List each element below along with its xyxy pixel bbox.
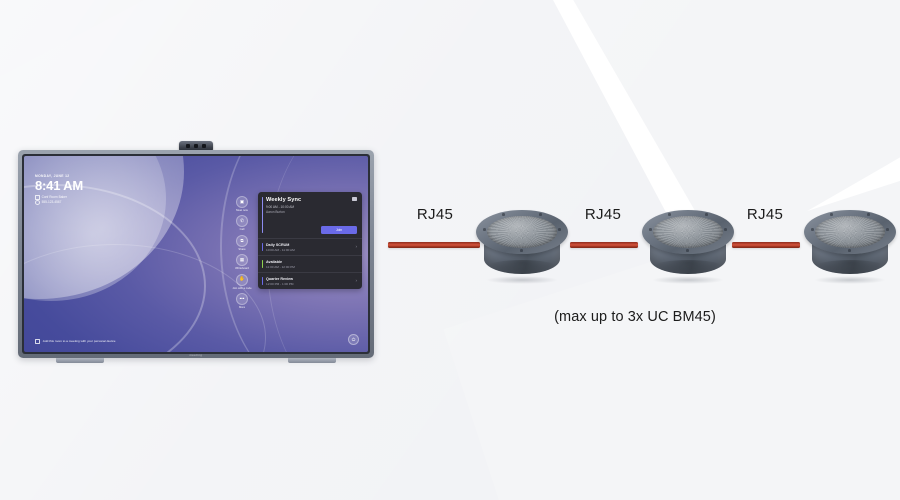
home-date: MONDAY, JUNE 12 [35, 174, 70, 178]
room-phone: 555-123-4567 [41, 199, 62, 204]
hero-meeting-organizer: Aaron Burton [266, 210, 285, 215]
agenda-row[interactable]: Daily SCRUM 10:00 AM - 11:00 AM › [258, 238, 362, 255]
row-time: 10:00 AM - 11:00 AM [266, 247, 295, 252]
rail-label: Call [239, 228, 245, 232]
rj45-chain: RJ45 RJ45 [380, 196, 896, 296]
device-add-icon [35, 338, 41, 344]
home-time: 8:41 AM [35, 178, 83, 193]
rail-label: Join with a code [232, 286, 252, 290]
rj45-cable [732, 242, 800, 248]
chevron-right-icon[interactable]: › [355, 243, 357, 249]
rail-item-meet-now[interactable]: ▣ Meet now [236, 196, 248, 212]
diagram-caption: (max up to 3x UC BM45) [554, 309, 716, 325]
rj45-cable [388, 242, 480, 248]
display-foot-right [288, 358, 336, 363]
rail-item-share[interactable]: ⧉ Share [236, 234, 248, 251]
meeting-platform-icon [352, 197, 357, 201]
phone-icon [35, 199, 41, 206]
ellipsis-icon[interactable]: ••• [236, 293, 248, 306]
power-icon[interactable]: ⏻ [348, 334, 359, 345]
rail-label: Whiteboard [235, 267, 249, 271]
hero-meeting-title: Weekly Sync [266, 197, 302, 203]
hand-icon[interactable]: ✋ [236, 273, 248, 286]
row-title: Quarter Review [266, 276, 294, 281]
row-time: 11:00 AM - 12:00 PM [266, 264, 295, 269]
rail-label: More [238, 306, 246, 310]
row-time: 12:00 PM - 1:00 PM [266, 281, 294, 286]
rj45-label: RJ45 [746, 206, 784, 223]
uc-bm45-device [476, 208, 568, 284]
row-accent-stripe [261, 243, 263, 251]
row-title: Available [266, 259, 283, 264]
interactive-display: MONDAY, JUNE 12 8:41 AM Conf Room Baker … [18, 141, 374, 363]
display-inner-frame: MONDAY, JUNE 12 8:41 AM Conf Room Baker … [22, 154, 370, 354]
agenda-row[interactable]: Quarter Review 12:00 PM - 1:00 PM › [258, 272, 362, 289]
screen-share-icon[interactable]: ⧉ [236, 234, 248, 247]
rail-item-more[interactable]: ••• More [236, 293, 248, 309]
room-info: Conf Room Baker 555-123-4567 [35, 194, 83, 206]
rail-label: Meet now [236, 209, 248, 212]
row-title: Daily SCRUM [266, 242, 290, 247]
action-rail: ▣ Meet now ✆ Call ⧉ Share ▦ [230, 196, 254, 309]
chevron-right-icon[interactable]: › [355, 277, 357, 283]
display-foot-left [56, 358, 104, 363]
agenda-hero-card[interactable]: Weekly Sync 9:00 AM - 10:00 AM Aaron Bur… [258, 192, 362, 238]
display-bezel: MONDAY, JUNE 12 8:41 AM Conf Room Baker … [18, 150, 374, 358]
phone-icon[interactable]: ✆ [236, 215, 248, 228]
row-accent-stripe [261, 277, 263, 285]
clock-block: MONDAY, JUNE 12 8:41 AM Conf Room Baker … [35, 174, 83, 206]
rail-item-whiteboard[interactable]: ▦ Whiteboard [235, 254, 249, 270]
rail-item-join-with-code[interactable]: ✋ Join with a code [232, 273, 252, 290]
rj45-label: RJ45 [416, 206, 454, 223]
video-camera-icon[interactable]: ▣ [236, 196, 248, 208]
uc-bm45-device [804, 208, 896, 284]
uc-bm45-device [642, 208, 734, 284]
rj45-cable [570, 242, 638, 248]
hero-meeting-time: 9:00 AM - 10:00 AM [266, 205, 294, 209]
display-screen: MONDAY, JUNE 12 8:41 AM Conf Room Baker … [24, 156, 368, 352]
status-hint-text: Add this room to a meeting with your per… [42, 339, 116, 344]
whiteboard-icon[interactable]: ▦ [236, 254, 248, 267]
rj45-label: RJ45 [584, 206, 622, 223]
hero-accent-stripe [261, 197, 263, 233]
join-button[interactable]: Join [321, 226, 357, 234]
rail-item-call[interactable]: ✆ Call [236, 215, 248, 231]
camera-module-icon [179, 141, 213, 151]
status-hint-bar: Add this room to a meeting with your per… [35, 338, 116, 344]
row-accent-stripe [261, 260, 263, 268]
wallpaper-curve-2 [24, 184, 206, 352]
agenda-row[interactable]: Available 11:00 AM - 12:00 PM [258, 255, 362, 272]
display-brand-text: meeting [189, 354, 203, 357]
agenda-panel: Weekly Sync 9:00 AM - 10:00 AM Aaron Bur… [258, 192, 362, 289]
rail-label: Share [238, 247, 246, 251]
